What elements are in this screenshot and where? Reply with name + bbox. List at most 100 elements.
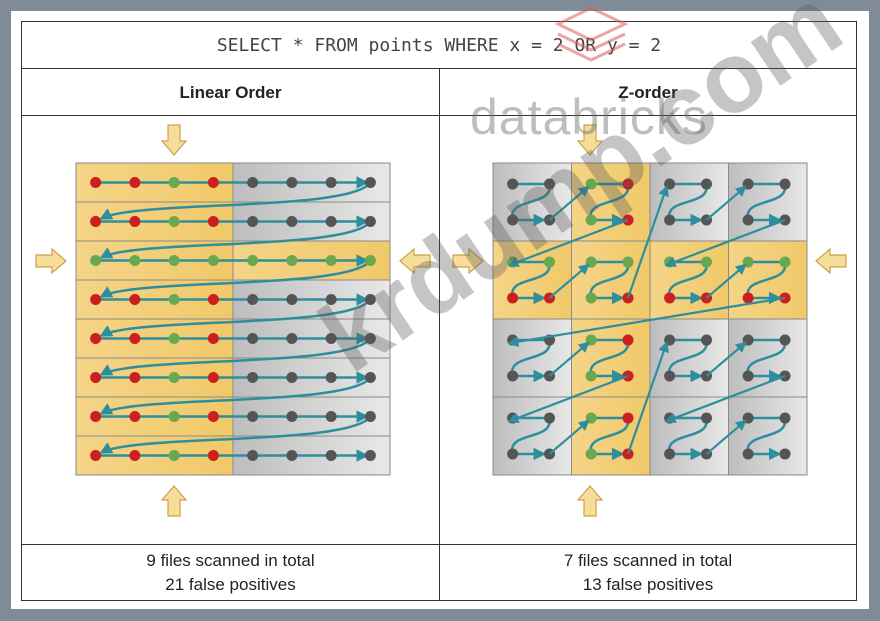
down-arrow-icon <box>160 124 188 156</box>
data-point <box>168 255 180 266</box>
data-point <box>129 411 141 422</box>
data-point <box>622 412 634 424</box>
query-arrows <box>35 124 847 517</box>
z-false-positives: 13 false positives <box>582 575 714 594</box>
data-point <box>544 412 556 424</box>
data-point <box>286 411 298 422</box>
data-point <box>168 177 180 188</box>
data-point <box>207 333 219 344</box>
right-arrow-icon <box>35 247 67 275</box>
block-connector <box>626 184 669 299</box>
data-point <box>90 255 102 266</box>
z-order-stats: 7 files scanned in total 13 false positi… <box>440 545 856 601</box>
z-files-scanned: 7 files scanned in total <box>563 551 733 570</box>
scan-path <box>99 220 372 259</box>
up-arrow-icon <box>160 485 188 517</box>
data-point <box>664 448 676 460</box>
scan-path <box>511 339 551 377</box>
scan-path <box>668 339 708 377</box>
data-point <box>544 178 556 190</box>
data-point <box>90 216 102 227</box>
data-point <box>507 178 519 190</box>
scan-path <box>99 415 372 454</box>
data-point <box>325 294 337 305</box>
data-point <box>664 370 676 382</box>
scan-path <box>99 376 372 415</box>
block-connector <box>705 341 747 377</box>
data-point <box>207 372 219 383</box>
data-point <box>325 411 337 422</box>
block-connector <box>705 419 747 455</box>
data-point <box>286 177 298 188</box>
data-point <box>286 255 298 266</box>
data-point <box>701 334 713 346</box>
data-point <box>779 178 791 190</box>
data-point <box>664 292 676 304</box>
block-connector <box>705 185 747 221</box>
data-point <box>779 448 791 460</box>
data-point <box>247 450 259 461</box>
data-point <box>364 294 376 305</box>
block-connector <box>705 263 747 299</box>
data-point <box>779 412 791 424</box>
data-point <box>622 334 634 346</box>
scan-path <box>746 261 787 299</box>
comparison-table: SELECT * FROM points WHERE x = 2 OR y = … <box>21 21 857 601</box>
scan-path <box>99 181 372 220</box>
linear-files-scanned: 9 files scanned in total <box>146 551 315 570</box>
data-point <box>129 294 141 305</box>
data-point <box>325 333 337 344</box>
data-point <box>168 333 180 344</box>
divider <box>439 69 440 600</box>
data-point <box>90 450 102 461</box>
file-block <box>571 396 651 476</box>
databricks-watermark: databricks <box>470 89 708 145</box>
block-connector <box>548 341 590 377</box>
block-connector <box>507 218 629 268</box>
data-point <box>129 450 141 461</box>
data-point <box>364 450 376 461</box>
data-point <box>325 216 337 227</box>
linear-false-positives: 21 false positives <box>165 575 296 594</box>
data-point <box>779 256 791 268</box>
databricks-logo-icon <box>554 6 629 62</box>
data-point <box>325 177 337 188</box>
data-point <box>742 448 754 460</box>
up-arrow-icon <box>576 485 604 517</box>
z-order-title: Z-order <box>618 82 678 102</box>
block-connector <box>626 340 669 455</box>
data-point <box>585 292 597 304</box>
data-point <box>90 333 102 344</box>
data-point <box>129 372 141 383</box>
scan-path <box>511 417 551 455</box>
data-point <box>247 177 259 188</box>
data-point <box>129 333 141 344</box>
data-point <box>701 412 713 424</box>
scan-path <box>511 183 551 221</box>
data-point <box>286 450 298 461</box>
data-point <box>168 411 180 422</box>
data-point <box>247 255 259 266</box>
data-point <box>701 256 713 268</box>
data-point <box>247 411 259 422</box>
data-point <box>129 255 141 266</box>
data-point <box>207 294 219 305</box>
block-connector <box>664 374 786 424</box>
block-connector <box>548 419 590 455</box>
data-point <box>129 216 141 227</box>
data-point <box>364 255 376 266</box>
data-point <box>364 216 376 227</box>
scan-path <box>746 183 787 221</box>
data-point <box>207 255 219 266</box>
data-point <box>207 216 219 227</box>
data-point <box>701 178 713 190</box>
data-point <box>622 256 634 268</box>
data-point <box>247 372 259 383</box>
data-point <box>90 177 102 188</box>
data-point <box>507 448 519 460</box>
data-point <box>168 372 180 383</box>
data-point <box>207 411 219 422</box>
data-point <box>286 333 298 344</box>
data-point <box>90 372 102 383</box>
